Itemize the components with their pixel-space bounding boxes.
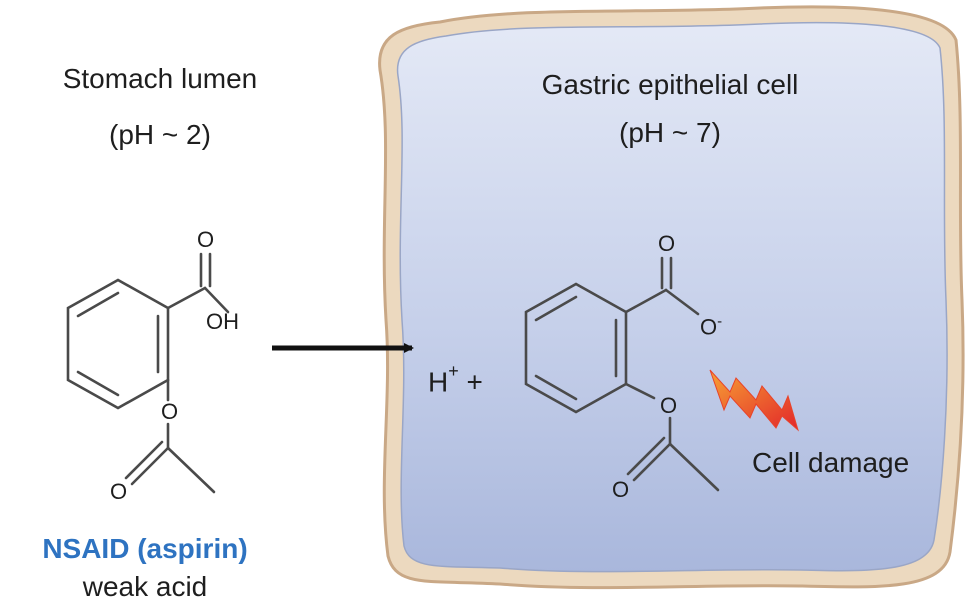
lumen-title: Stomach lumen [62, 63, 258, 94]
drug-name: NSAID (aspirin) [42, 533, 248, 564]
cell-ph: (pH ~ 7) [619, 117, 721, 148]
anion-acetyl-oxygen: O [612, 477, 630, 502]
anion-carboxylate-oxygen: O- [700, 310, 722, 339]
damage-bolt [709, 369, 799, 432]
aspirin-acetyl-oxygen: O [110, 479, 128, 504]
aspirin-carbonyl-oxygen: O [197, 227, 215, 252]
aspirin-structure [66, 252, 230, 494]
proton-charge: + [448, 361, 459, 381]
lumen-ph: (pH ~ 2) [109, 119, 211, 150]
anion-carbonyl-oxygen: O [658, 231, 676, 256]
anion-oxygen-symbol: O [700, 314, 718, 340]
aspirin-anion-structure [524, 256, 720, 492]
aspirin-ester-oxygen: O [161, 399, 179, 424]
cell-damage-label: Cell damage [752, 447, 910, 478]
cell-cytoplasm [396, 21, 948, 573]
anion-charge: - [717, 313, 723, 330]
cell-title: Gastric epithelial cell [541, 69, 799, 100]
drug-description: weak acid [82, 571, 208, 602]
aspirin-hydroxyl: OH [206, 309, 239, 334]
plus-sign: + [466, 366, 483, 398]
anion-ester-oxygen: O [660, 393, 678, 418]
proton-label: H+ + [428, 358, 483, 399]
proton-symbol: H [428, 366, 449, 398]
